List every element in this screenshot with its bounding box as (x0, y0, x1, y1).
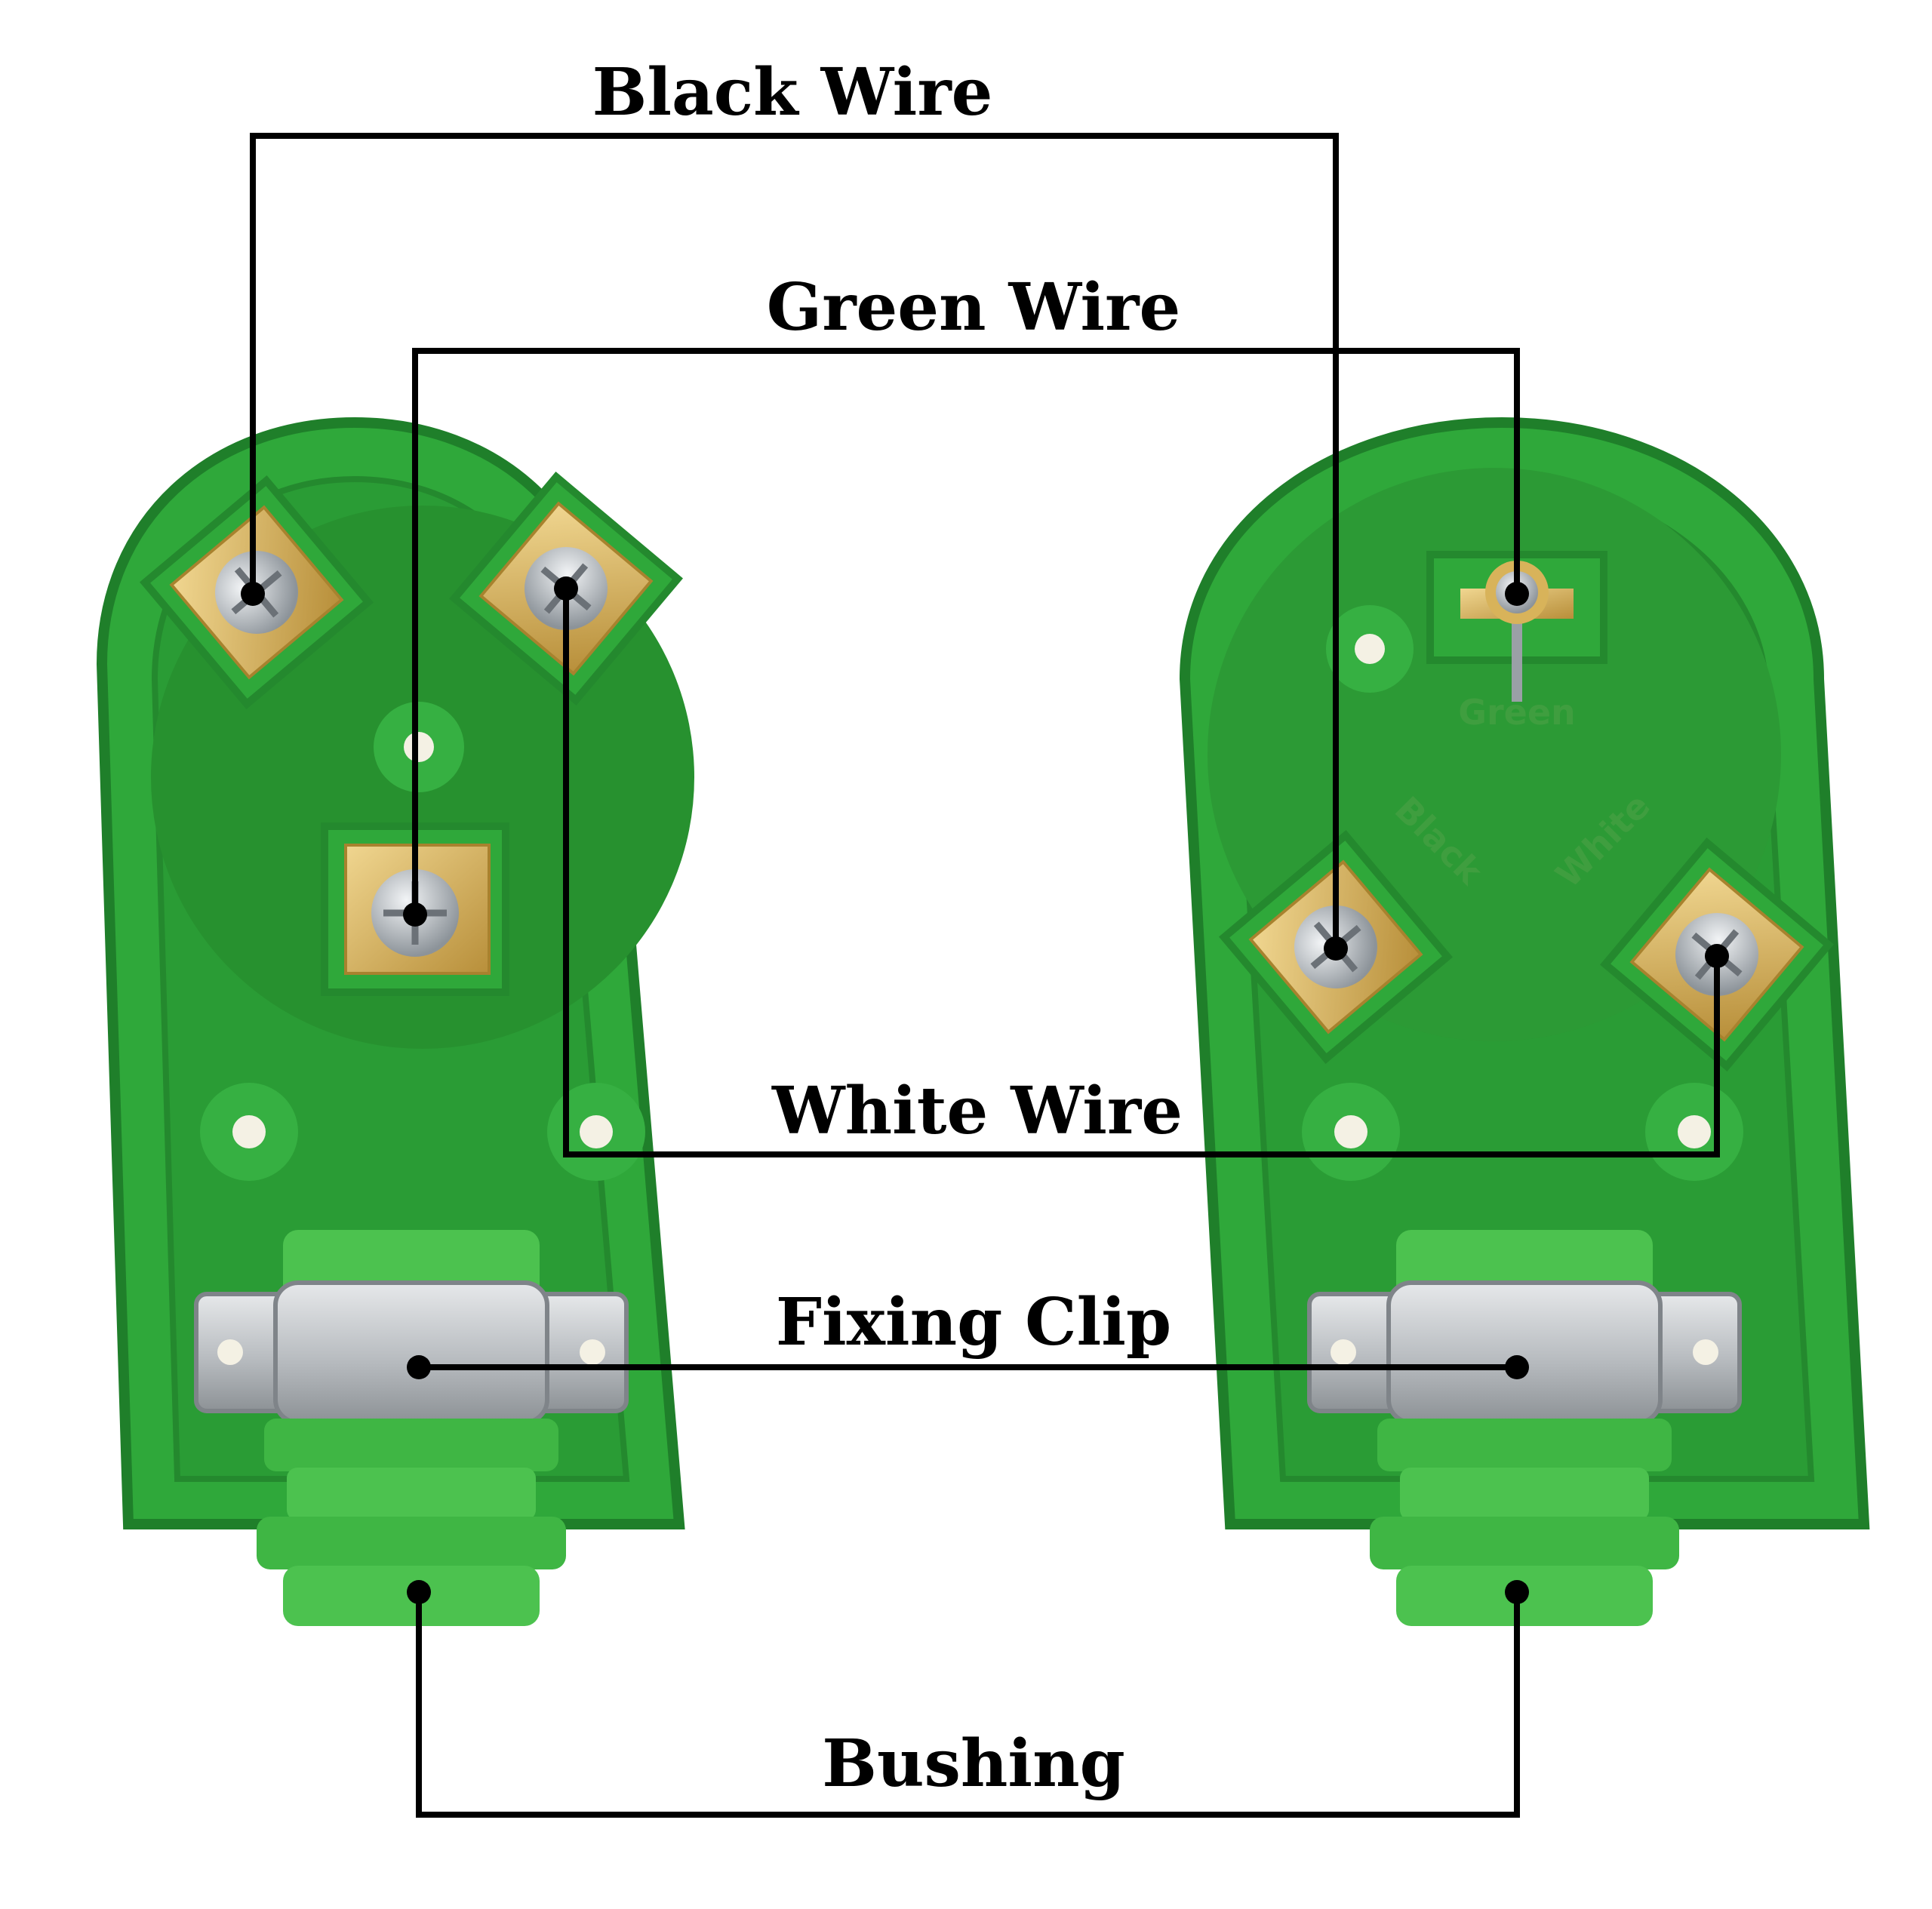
label-fixing-clip: Fixing Clip (768, 1290, 1180, 1355)
right-mount-hole-left (1334, 1115, 1367, 1148)
right-mount-hole-right (1678, 1115, 1711, 1148)
label-black-wire: Black Wire (592, 54, 993, 131)
white-wire-leader (563, 589, 1720, 1157)
green-wire-dot-left (403, 902, 427, 927)
label-bushing: Bushing (822, 1726, 1125, 1802)
left-mount-hole-left (232, 1115, 266, 1148)
right-fixing-clip (1307, 1280, 1742, 1425)
white-wire-dot-left (554, 576, 578, 601)
black-wire-dot-right (1324, 936, 1348, 961)
fixing-clip-dot-left (407, 1355, 431, 1379)
label-green-wire: Green Wire (766, 269, 1181, 346)
bushing-dot-left (407, 1580, 431, 1604)
bushing-dot-right (1505, 1580, 1529, 1604)
left-plug (96, 417, 694, 1626)
green-wire-leader (412, 348, 1520, 915)
right-upper-hole (1355, 634, 1385, 664)
right-bushing (1370, 1419, 1679, 1626)
white-wire-dot-right (1705, 944, 1729, 968)
black-wire-leader (250, 133, 1339, 948)
fixing-clip-dot-right (1505, 1355, 1529, 1379)
bushing-leader (416, 1592, 1520, 1818)
callout-dots (241, 576, 1729, 1604)
callout-lines (250, 133, 1720, 1818)
left-mount-hole-right (580, 1115, 613, 1148)
label-white-wire: White Wire (764, 1079, 1190, 1144)
right-marking-green: Green (1458, 692, 1576, 733)
black-wire-dot-left (241, 582, 265, 606)
left-fixing-clip (194, 1280, 629, 1425)
left-center-hole (404, 732, 434, 762)
green-wire-dot-right (1505, 582, 1529, 606)
